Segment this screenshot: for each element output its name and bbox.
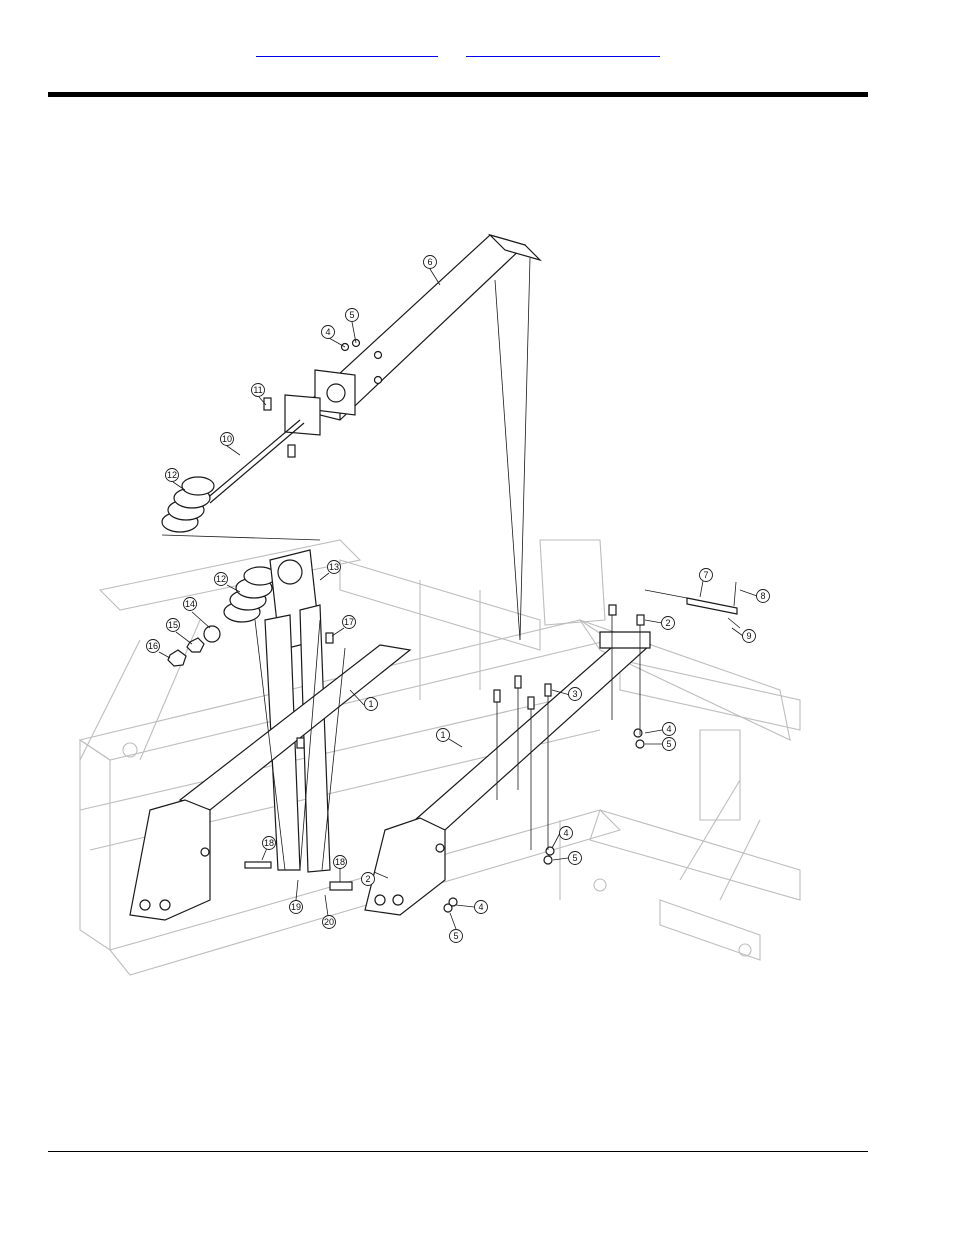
callout-1: 1 (437, 729, 450, 742)
callout-10: 10 (221, 433, 234, 446)
callout-15: 15 (167, 619, 180, 632)
callout-12: 12 (215, 573, 228, 586)
callout-17: 17 (343, 616, 356, 629)
svg-text:11: 11 (253, 385, 262, 395)
callout-5: 5 (346, 309, 359, 322)
callout-1: 1 (365, 698, 378, 711)
svg-text:19: 19 (291, 902, 301, 912)
svg-text:5: 5 (666, 739, 671, 749)
svg-text:1: 1 (440, 730, 445, 740)
header-link-right[interactable] (466, 38, 660, 57)
callout-12: 12 (166, 469, 179, 482)
footer-rule (48, 1151, 868, 1152)
svg-text:4: 4 (666, 724, 671, 734)
svg-text:4: 4 (563, 828, 568, 838)
svg-text:4: 4 (325, 327, 330, 337)
callout-4: 4 (322, 326, 335, 339)
svg-text:6: 6 (427, 257, 432, 267)
header-link-left[interactable] (256, 38, 438, 57)
svg-text:2: 2 (365, 874, 370, 884)
callout-11: 11 (252, 384, 265, 397)
pin (645, 590, 737, 614)
callout-20: 20 (323, 916, 336, 929)
svg-text:5: 5 (453, 931, 458, 941)
lock-nut (168, 650, 186, 666)
svg-text:7: 7 (703, 570, 708, 580)
svg-text:5: 5 (572, 853, 577, 863)
svg-text:16: 16 (148, 641, 158, 651)
callout-18: 18 (263, 837, 276, 850)
svg-text:12: 12 (216, 574, 226, 584)
callout-9: 9 (743, 630, 756, 643)
nut (187, 638, 204, 652)
svg-text:3: 3 (572, 689, 577, 699)
svg-text:5: 5 (349, 310, 354, 320)
svg-text:14: 14 (185, 599, 195, 609)
callout-6: 6 (424, 256, 437, 269)
callout-5: 5 (450, 930, 463, 943)
callout-4: 4 (560, 827, 573, 840)
callout-16: 16 (147, 640, 160, 653)
svg-text:2: 2 (665, 618, 670, 628)
svg-text:20: 20 (324, 917, 334, 927)
callout-2: 2 (362, 873, 375, 886)
callout-2: 2 (662, 617, 675, 630)
arm-right (365, 632, 650, 915)
spring-lower (224, 567, 276, 622)
svg-text:4: 4 (478, 902, 483, 912)
svg-text:18: 18 (264, 838, 274, 848)
svg-text:12: 12 (167, 470, 177, 480)
svg-text:17: 17 (344, 617, 354, 627)
callout-3: 3 (569, 688, 582, 701)
svg-text:15: 15 (168, 620, 178, 630)
svg-text:18: 18 (335, 857, 345, 867)
svg-text:13: 13 (329, 562, 339, 572)
svg-text:1: 1 (368, 699, 373, 709)
svg-text:9: 9 (746, 631, 751, 641)
callout-4: 4 (475, 901, 488, 914)
callout-4: 4 (663, 723, 676, 736)
svg-text:10: 10 (222, 434, 232, 444)
callout-18: 18 (334, 856, 347, 869)
callout-7: 7 (700, 569, 713, 582)
callout-8: 8 (757, 590, 770, 603)
svg-text:8: 8 (760, 591, 765, 601)
callout-13: 13 (328, 561, 341, 574)
header-rule (48, 92, 868, 97)
callout-5: 5 (663, 738, 676, 751)
callout-5: 5 (569, 852, 582, 865)
callout-14: 14 (184, 598, 197, 611)
callout-19: 19 (290, 901, 303, 914)
parts-diagram: 6 4 5 11 10 12 13 12 14 15 16 17 1 1 2 3… (70, 140, 890, 1020)
washer (204, 626, 220, 642)
spring-upper (162, 477, 214, 532)
